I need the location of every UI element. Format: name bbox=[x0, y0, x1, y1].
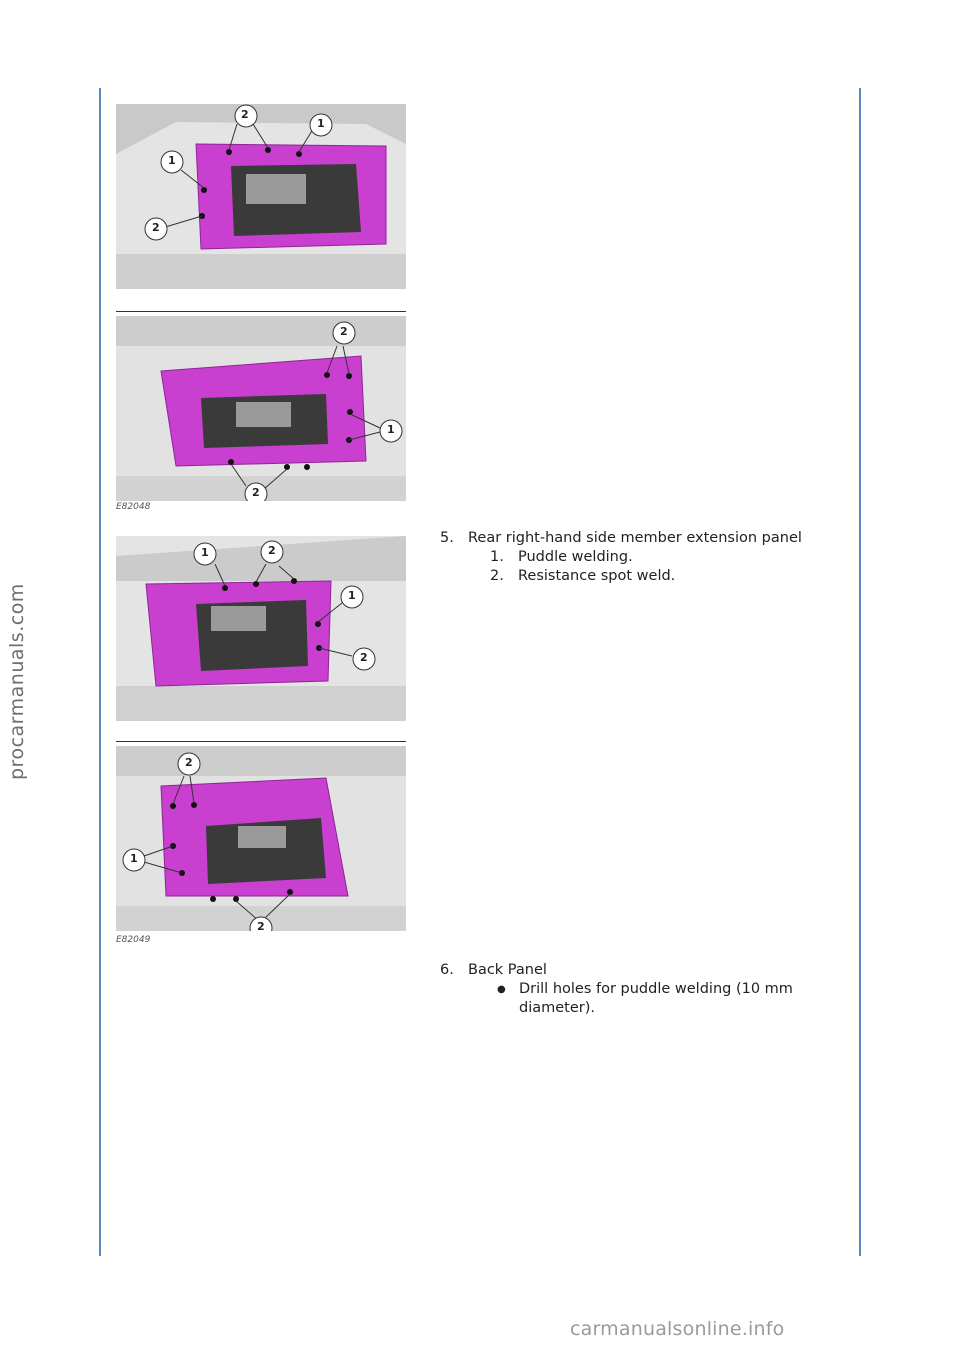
figure-divider bbox=[116, 311, 406, 312]
step-5: 5. Rear right-hand side member extension … bbox=[440, 529, 802, 586]
figure-id: E82049 bbox=[116, 935, 151, 945]
callout-label: 1 bbox=[201, 546, 209, 559]
figure-panel-top-view-2: 2 1 2 E82048 bbox=[116, 316, 406, 512]
callout-label: 2 bbox=[152, 221, 160, 234]
callout-label: 2 bbox=[185, 756, 193, 769]
list-item: 1. Puddle welding. bbox=[490, 548, 802, 567]
list-item-text: Resistance spot weld. bbox=[518, 568, 676, 584]
callout-label: 2 bbox=[257, 920, 265, 933]
footer-watermark: carmanualsonline.info bbox=[570, 1318, 785, 1340]
list-item: ● Drill holes for puddle welding (10 mm … bbox=[497, 980, 819, 1018]
step-title: Back Panel bbox=[468, 962, 547, 978]
callout-label: 2 bbox=[340, 325, 348, 338]
list-item-number: 1. bbox=[490, 549, 504, 565]
list-item-number: 2. bbox=[490, 568, 504, 584]
step-title: Rear right-hand side member extension pa… bbox=[468, 530, 802, 546]
figure-panel-top-view-3: 1 2 1 2 bbox=[116, 536, 406, 721]
bullet-icon: ● bbox=[497, 984, 506, 995]
left-margin-rule bbox=[99, 88, 101, 1256]
figure-divider bbox=[116, 741, 406, 742]
sidebar-watermark: procarmanuals.com bbox=[6, 583, 28, 780]
step-number: 5. bbox=[440, 530, 454, 546]
figure-panel-top-view-1: 2 1 1 2 bbox=[116, 104, 406, 289]
right-margin-rule bbox=[859, 88, 861, 1256]
callout-label: 1 bbox=[168, 154, 176, 167]
callout-label: 1 bbox=[348, 589, 356, 602]
figure-panel-top-view-4: 2 1 2 E82049 bbox=[116, 746, 406, 945]
callout-label: 2 bbox=[252, 486, 260, 499]
list-item-text: Drill holes for puddle welding (10 mm di… bbox=[519, 981, 793, 1016]
callout-label: 1 bbox=[317, 117, 325, 130]
callout-label: 2 bbox=[268, 544, 276, 557]
step-6: 6. Back Panel ● Drill holes for puddle we… bbox=[440, 961, 819, 1018]
callout-label: 1 bbox=[130, 852, 138, 865]
list-item: 2. Resistance spot weld. bbox=[490, 567, 802, 586]
callout-label: 2 bbox=[360, 651, 368, 664]
list-item-text: Puddle welding. bbox=[518, 549, 633, 565]
figure-id: E82048 bbox=[116, 502, 151, 512]
callout-label: 2 bbox=[241, 108, 249, 121]
step-number: 6. bbox=[440, 962, 454, 978]
callout-label: 1 bbox=[387, 423, 395, 436]
